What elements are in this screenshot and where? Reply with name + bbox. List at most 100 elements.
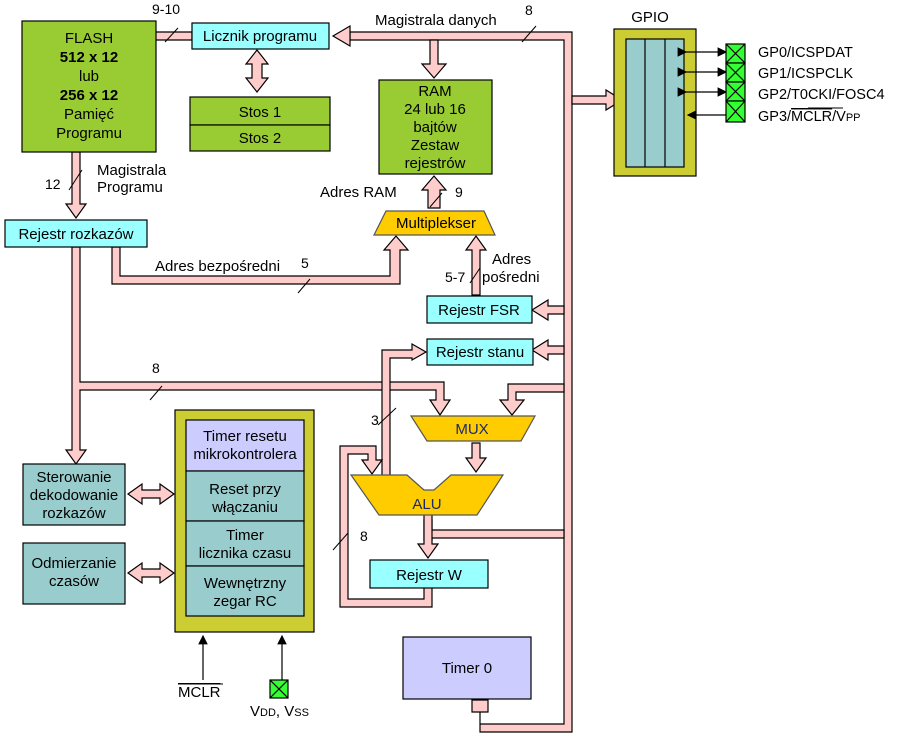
multiplexer-label: Multiplekser — [396, 215, 476, 232]
pin-gp3-pp: PP — [846, 112, 861, 124]
alu-mux: MUX — [409, 415, 537, 442]
watchdog-label-2: mikrokontrolera — [193, 446, 297, 463]
w-feedback-width: 8 — [360, 528, 368, 544]
por-label-1: Reset przy — [209, 481, 281, 498]
vss-v: V — [284, 703, 294, 720]
program-counter-label: Licznik programu — [203, 28, 317, 45]
ram-size: 24 lub 16 — [404, 101, 466, 118]
flash-program-memory: FLASH 512 x 12 lub 256 x 12 Pamięć Progr… — [21, 20, 157, 153]
alu-out-to-bus — [423, 519, 565, 541]
status-register-label: Rejestr stanu — [436, 344, 524, 361]
data-bus-arrow-pc — [331, 24, 351, 48]
literal-bus-width: 8 — [152, 360, 160, 376]
indirect-address-label-1: Adres — [492, 251, 531, 268]
program-bus-label-1: Magistrala — [97, 162, 167, 179]
pin-label-gp0: GP0/ICSPDAT — [758, 45, 853, 61]
flash-label-1: Pamięć — [64, 106, 115, 123]
indirect-address-width: 5-7 — [445, 269, 465, 285]
ost-label-2: licznika czasu — [199, 545, 292, 562]
program-bus-label-2: Programu — [97, 179, 163, 196]
w-register: Rejestr W — [369, 559, 489, 589]
timer0-label: Timer 0 — [442, 660, 492, 677]
vdd-v: V — [250, 703, 260, 720]
program-counter: Licznik programu — [191, 22, 330, 50]
stack-level-2: Stos 2 — [239, 130, 282, 147]
pin-pad-gp2 — [725, 81, 746, 102]
data-bus-to-fsr — [530, 298, 565, 322]
data-bus-label: Magistrala danych — [375, 12, 497, 29]
ram-mux-bus — [420, 175, 448, 209]
vdd-sub: DD — [260, 707, 276, 719]
decode-label-2: dekodowanie — [30, 487, 118, 504]
data-bus-to-mux — [498, 383, 565, 416]
w-register-label: Rejestr W — [396, 567, 463, 584]
gpio-pin-pads — [725, 43, 746, 123]
flash-size-2: 256 x 12 — [60, 87, 118, 104]
data-bus-width: 8 — [525, 2, 533, 18]
rc-label-1: Wewnętrzny — [204, 575, 287, 592]
pin-label-gp2: GP2/T0CKI/FOSC4 — [758, 87, 885, 103]
direct-address-width: 5 — [301, 255, 309, 271]
status-register: Rejestr stanu — [426, 338, 534, 366]
program-bus — [64, 151, 88, 220]
instruction-decode-control: Sterowanie dekodowanie rozkazów — [22, 463, 126, 526]
power-label: VDD, VSS — [250, 703, 309, 720]
ram-label-2: rejestrów — [405, 155, 466, 172]
data-bus-main — [349, 31, 573, 733]
w-feedback-bus — [339, 445, 433, 608]
alu: ALU — [349, 474, 505, 516]
pin-pad-gp1 — [725, 62, 746, 83]
status-alu-bus — [381, 342, 428, 485]
mux-to-alu-bus — [464, 442, 488, 474]
power-separator: , — [276, 703, 284, 720]
ram-label-1: Zestaw — [411, 137, 460, 154]
program-bus-width: 12 — [45, 176, 61, 192]
mclr-label: MCLR — [178, 684, 221, 701]
data-bus-to-status — [530, 338, 565, 362]
literal-bus — [64, 246, 452, 466]
pin-gp3-v: /V — [832, 109, 846, 125]
ram-address-label: Adres RAM — [320, 184, 397, 201]
indirect-address-bus — [464, 234, 488, 296]
flash-title: FLASH — [65, 30, 113, 47]
alu-label: ALU — [412, 496, 441, 513]
ram-unit: bajtów — [413, 119, 457, 136]
pin-pad-gp0 — [725, 43, 746, 64]
ram-title: RAM — [418, 83, 451, 100]
decode-label-3: rozkazów — [42, 505, 106, 522]
status-bus-width: 3 — [371, 412, 379, 428]
control-reset-bus — [126, 482, 176, 506]
direct-address-label: Adres bezpośredni — [155, 258, 280, 275]
indirect-address-label-2: pośredni — [482, 269, 540, 286]
ram-address-width: 9 — [455, 184, 463, 200]
alu-to-w-bus — [416, 512, 440, 560]
pin-gp3-prefix: GP3/ — [758, 109, 792, 125]
gpio-block: GPIO — [613, 9, 697, 177]
ram-register-file: RAM 24 lub 16 bajtów Zestaw rejestrów — [378, 79, 493, 175]
stack: Stos 1 Stos 2 — [189, 96, 331, 152]
pin-label-gp3: GP3/MCLR/VPP — [758, 109, 861, 125]
ost-label-1: Timer — [226, 527, 264, 544]
flash-size-1: 512 x 12 — [60, 49, 118, 66]
direct-address-bus — [111, 235, 410, 285]
por-label-2: włączaniu — [211, 499, 278, 516]
flash-or: lub — [79, 68, 99, 85]
pc-stack-bus — [244, 49, 270, 93]
alu-mux-label: MUX — [455, 421, 488, 438]
gpio-pin-arrows — [677, 47, 728, 120]
timing-reset-bus — [126, 561, 176, 585]
reset-and-clock-block: Timer resetu mikrokontrolera Reset przy … — [174, 409, 315, 633]
instruction-register-label: Rejestr rozkazów — [18, 226, 133, 243]
pin-gp3-mclr: MCLR — [791, 109, 832, 125]
rc-label-2: zegar RC — [213, 593, 277, 610]
decode-label-1: Sterowanie — [36, 469, 111, 486]
stack-level-1: Stos 1 — [239, 104, 282, 121]
power-pin-pad — [269, 679, 289, 699]
timing-generation: Odmierzanie czasów — [22, 542, 126, 605]
vss-sub: SS — [294, 707, 309, 719]
fsr-register: Rejestr FSR — [426, 295, 533, 324]
flash-label-2: Programu — [56, 125, 122, 142]
timing-label-2: czasów — [49, 573, 99, 590]
pin-pad-gp3 — [725, 100, 746, 123]
